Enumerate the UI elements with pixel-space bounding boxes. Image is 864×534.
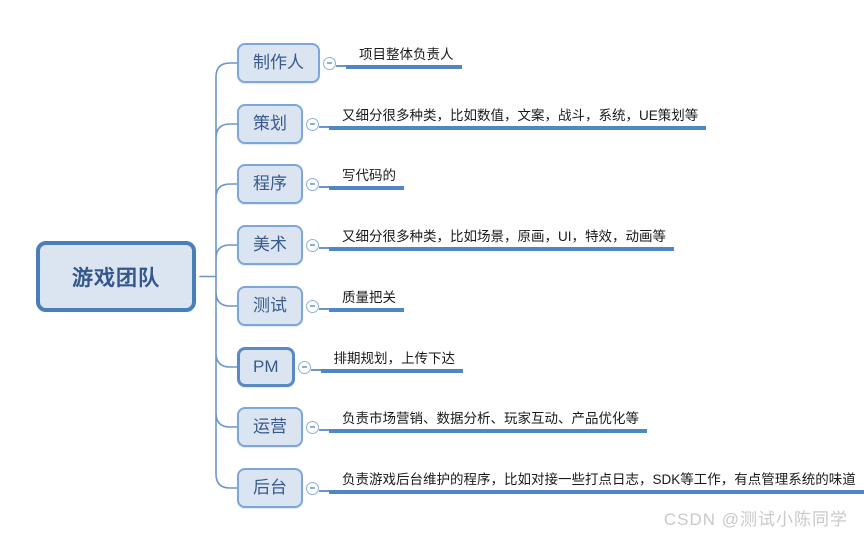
- branch-note-label: 排期规划，上传下达: [333, 350, 456, 366]
- branch-node-0[interactable]: 制作人: [237, 43, 320, 83]
- connector-stub: [319, 186, 329, 188]
- connector-stub: [310, 369, 321, 371]
- branch-label: PM: [253, 357, 279, 376]
- branch-label: 运营: [253, 417, 287, 436]
- connector-stub: [319, 490, 329, 492]
- branch-label: 制作人: [253, 53, 304, 72]
- branch-node-7[interactable]: 后台: [237, 468, 303, 508]
- branch-note-label: 质量把关: [342, 289, 396, 305]
- connector-stub: [336, 65, 346, 67]
- minus-icon: [310, 244, 315, 246]
- branch-note-label: 又细分很多种类，比如场景，原画，UI，特效，动画等: [342, 228, 666, 244]
- branch-note[interactable]: 负责市场营销、数据分析、玩家互动、产品优化等: [329, 410, 647, 433]
- connector-stub: [319, 308, 329, 310]
- minus-icon: [310, 123, 315, 125]
- branch-label: 程序: [253, 174, 287, 193]
- branch-node-4[interactable]: 测试: [237, 286, 303, 326]
- branch-row: PM 排期规划，上传下达: [237, 337, 864, 397]
- minus-icon: [327, 62, 332, 64]
- branch-label: 美术: [253, 235, 287, 254]
- branch-node-5[interactable]: PM: [237, 347, 295, 387]
- branch-row: 后台 负责游戏后台维护的程序，比如对接一些打点日志，SDK等工作，有点管理系统的…: [237, 458, 864, 518]
- branch-note-label: 负责市场营销、数据分析、玩家互动、产品优化等: [342, 410, 639, 426]
- minus-icon: [310, 305, 315, 307]
- branch-label: 测试: [253, 296, 287, 315]
- branch-note[interactable]: 项目整体负责人: [346, 46, 462, 69]
- collapse-toggle-icon[interactable]: [306, 420, 319, 434]
- minus-icon: [310, 487, 315, 489]
- branch-row: 美术 又细分很多种类，比如场景，原画，UI，特效，动画等: [237, 215, 864, 275]
- branch-note[interactable]: 排期规划，上传下达: [320, 350, 463, 373]
- branch-row: 测试 质量把关: [237, 276, 864, 336]
- collapse-toggle-icon[interactable]: [306, 238, 319, 252]
- branch-note[interactable]: 负责游戏后台维护的程序，比如对接一些打点日志，SDK等工作，有点管理系统的味道: [329, 471, 864, 494]
- minus-icon: [310, 183, 315, 185]
- branch-node-2[interactable]: 程序: [237, 164, 303, 204]
- watermark: CSDN @测试小陈同学: [663, 510, 848, 529]
- branch-note[interactable]: 又细分很多种类，比如数值，文案，战斗，系统，UE策划等: [329, 107, 707, 130]
- branch-row: 策划 又细分很多种类，比如数值，文案，战斗，系统，UE策划等: [237, 94, 864, 154]
- branch-note-label: 写代码的: [342, 167, 396, 183]
- branch-note[interactable]: 写代码的: [329, 167, 404, 190]
- collapse-toggle-icon[interactable]: [297, 360, 311, 374]
- collapse-toggle-icon[interactable]: [323, 56, 336, 70]
- connector-stub: [319, 126, 329, 128]
- connector-stub: [319, 247, 329, 249]
- root-label: 游戏团队: [72, 266, 160, 290]
- branch-note[interactable]: 又细分很多种类，比如场景，原画，UI，特效，动画等: [329, 228, 674, 251]
- branch-note-label: 又细分很多种类，比如数值，文案，战斗，系统，UE策划等: [342, 107, 699, 123]
- branch-row: 运营 负责市场营销、数据分析、玩家互动、产品优化等: [237, 397, 864, 457]
- branch-row: 制作人 项目整体负责人: [237, 33, 864, 93]
- branch-row: 程序 写代码的: [237, 154, 864, 214]
- root-node[interactable]: 游戏团队: [36, 241, 196, 312]
- branch-node-6[interactable]: 运营: [237, 407, 303, 447]
- branch-node-1[interactable]: 策划: [237, 104, 303, 144]
- collapse-toggle-icon[interactable]: [306, 117, 319, 131]
- collapse-toggle-icon[interactable]: [306, 299, 319, 313]
- branch-label: 后台: [253, 478, 287, 497]
- minus-icon: [310, 426, 315, 428]
- branch-note[interactable]: 质量把关: [329, 289, 404, 312]
- connector-stub: [319, 429, 329, 431]
- branch-note-label: 负责游戏后台维护的程序，比如对接一些打点日志，SDK等工作，有点管理系统的味道: [342, 471, 856, 487]
- branch-note-label: 项目整体负责人: [359, 46, 454, 62]
- branch-node-3[interactable]: 美术: [237, 225, 303, 265]
- branch-label: 策划: [253, 114, 287, 133]
- collapse-toggle-icon[interactable]: [306, 481, 319, 495]
- collapse-toggle-icon[interactable]: [306, 177, 319, 191]
- minus-icon: [301, 366, 307, 368]
